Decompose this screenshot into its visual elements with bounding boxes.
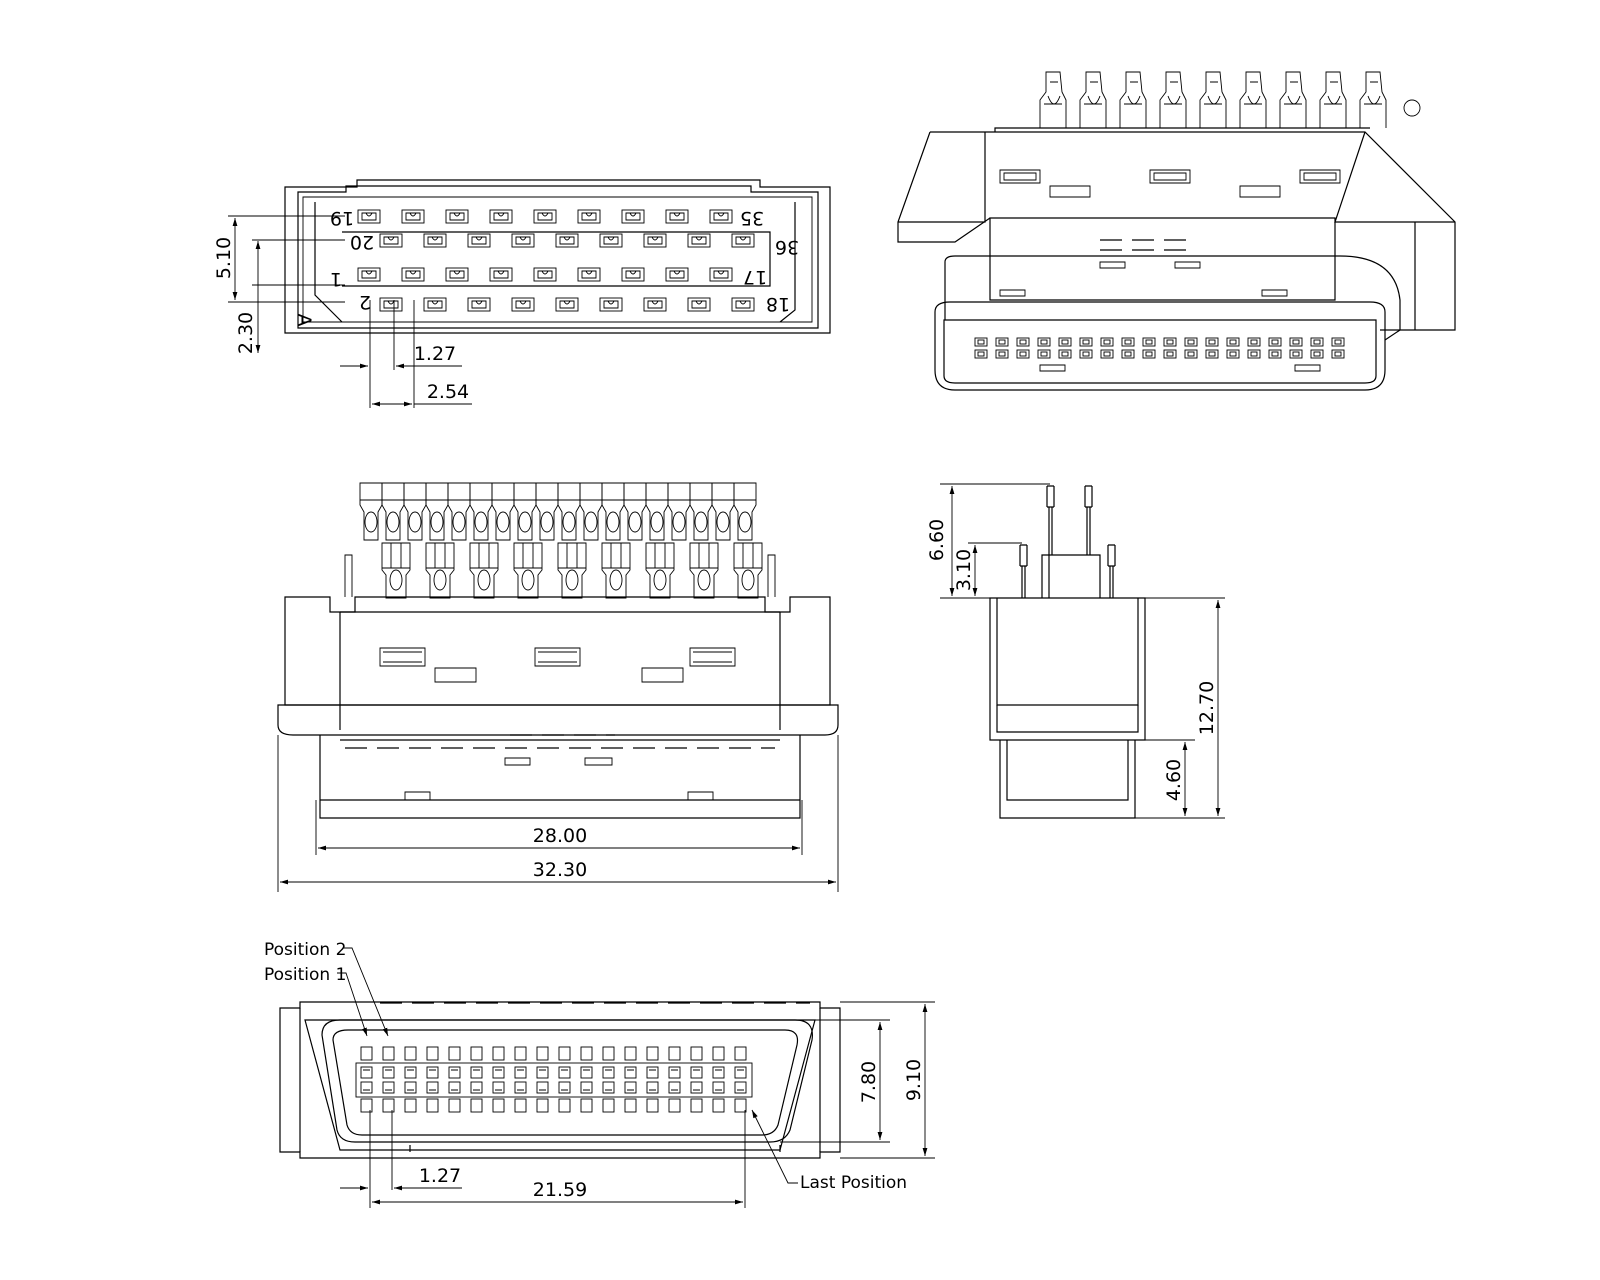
pin-label-17: 17 <box>743 266 767 288</box>
pin-label-1: 1 <box>330 268 342 290</box>
label-last-position: Last Position <box>800 1173 907 1193</box>
dim-inner-width: 28.00 <box>533 825 587 847</box>
dim-body-height: 12.70 <box>1196 681 1218 735</box>
pin-label-35: 35 <box>740 207 764 229</box>
isometric-pin-grid <box>974 337 1345 359</box>
isometric-leads <box>1039 71 1421 128</box>
dim-total-height: 6.60 <box>926 519 948 561</box>
dim-row-offset: 2.30 <box>235 312 257 354</box>
dim-stagger: 1.27 <box>414 343 456 365</box>
top-view: 28.00 32.30 <box>277 482 839 892</box>
face-view-pin-grid <box>355 1046 753 1113</box>
pin-label-18: 18 <box>766 293 790 315</box>
label-position-2: Position 2 <box>264 940 346 960</box>
side-view: 6.60 3.10 12.70 4.60 <box>926 483 1225 819</box>
dim-inner-height: 7.80 <box>858 1061 880 1103</box>
front-view-pin-grid <box>357 209 755 312</box>
dim-pitch: 2.54 <box>427 381 469 403</box>
row-marker-a: A <box>293 314 315 327</box>
pin-label-36: 36 <box>775 236 799 258</box>
pin-label-20: 20 <box>350 231 374 253</box>
dim-span: 21.59 <box>533 1179 587 1201</box>
front-view: 19 35 20 36 1 17 2 18 A 5.10 2.30 1.27 2… <box>213 179 831 408</box>
dim-outer-height: 9.10 <box>903 1059 925 1101</box>
dim-outer-width: 32.30 <box>533 859 587 881</box>
pin-label-2: 2 <box>359 291 371 313</box>
face-dim-stagger: 1.27 <box>419 1165 461 1187</box>
isometric-view <box>897 71 1456 391</box>
dim-plug-height: 4.60 <box>1163 759 1185 801</box>
dim-short-lead: 3.10 <box>953 549 975 591</box>
face-view: Position 2 Position 1 Last Position 1.27… <box>264 940 935 1208</box>
label-position-1: Position 1 <box>264 965 346 985</box>
top-view-leads <box>344 482 776 599</box>
dim-row-pitch: 5.10 <box>213 237 235 279</box>
pin-label-19: 19 <box>330 207 354 229</box>
